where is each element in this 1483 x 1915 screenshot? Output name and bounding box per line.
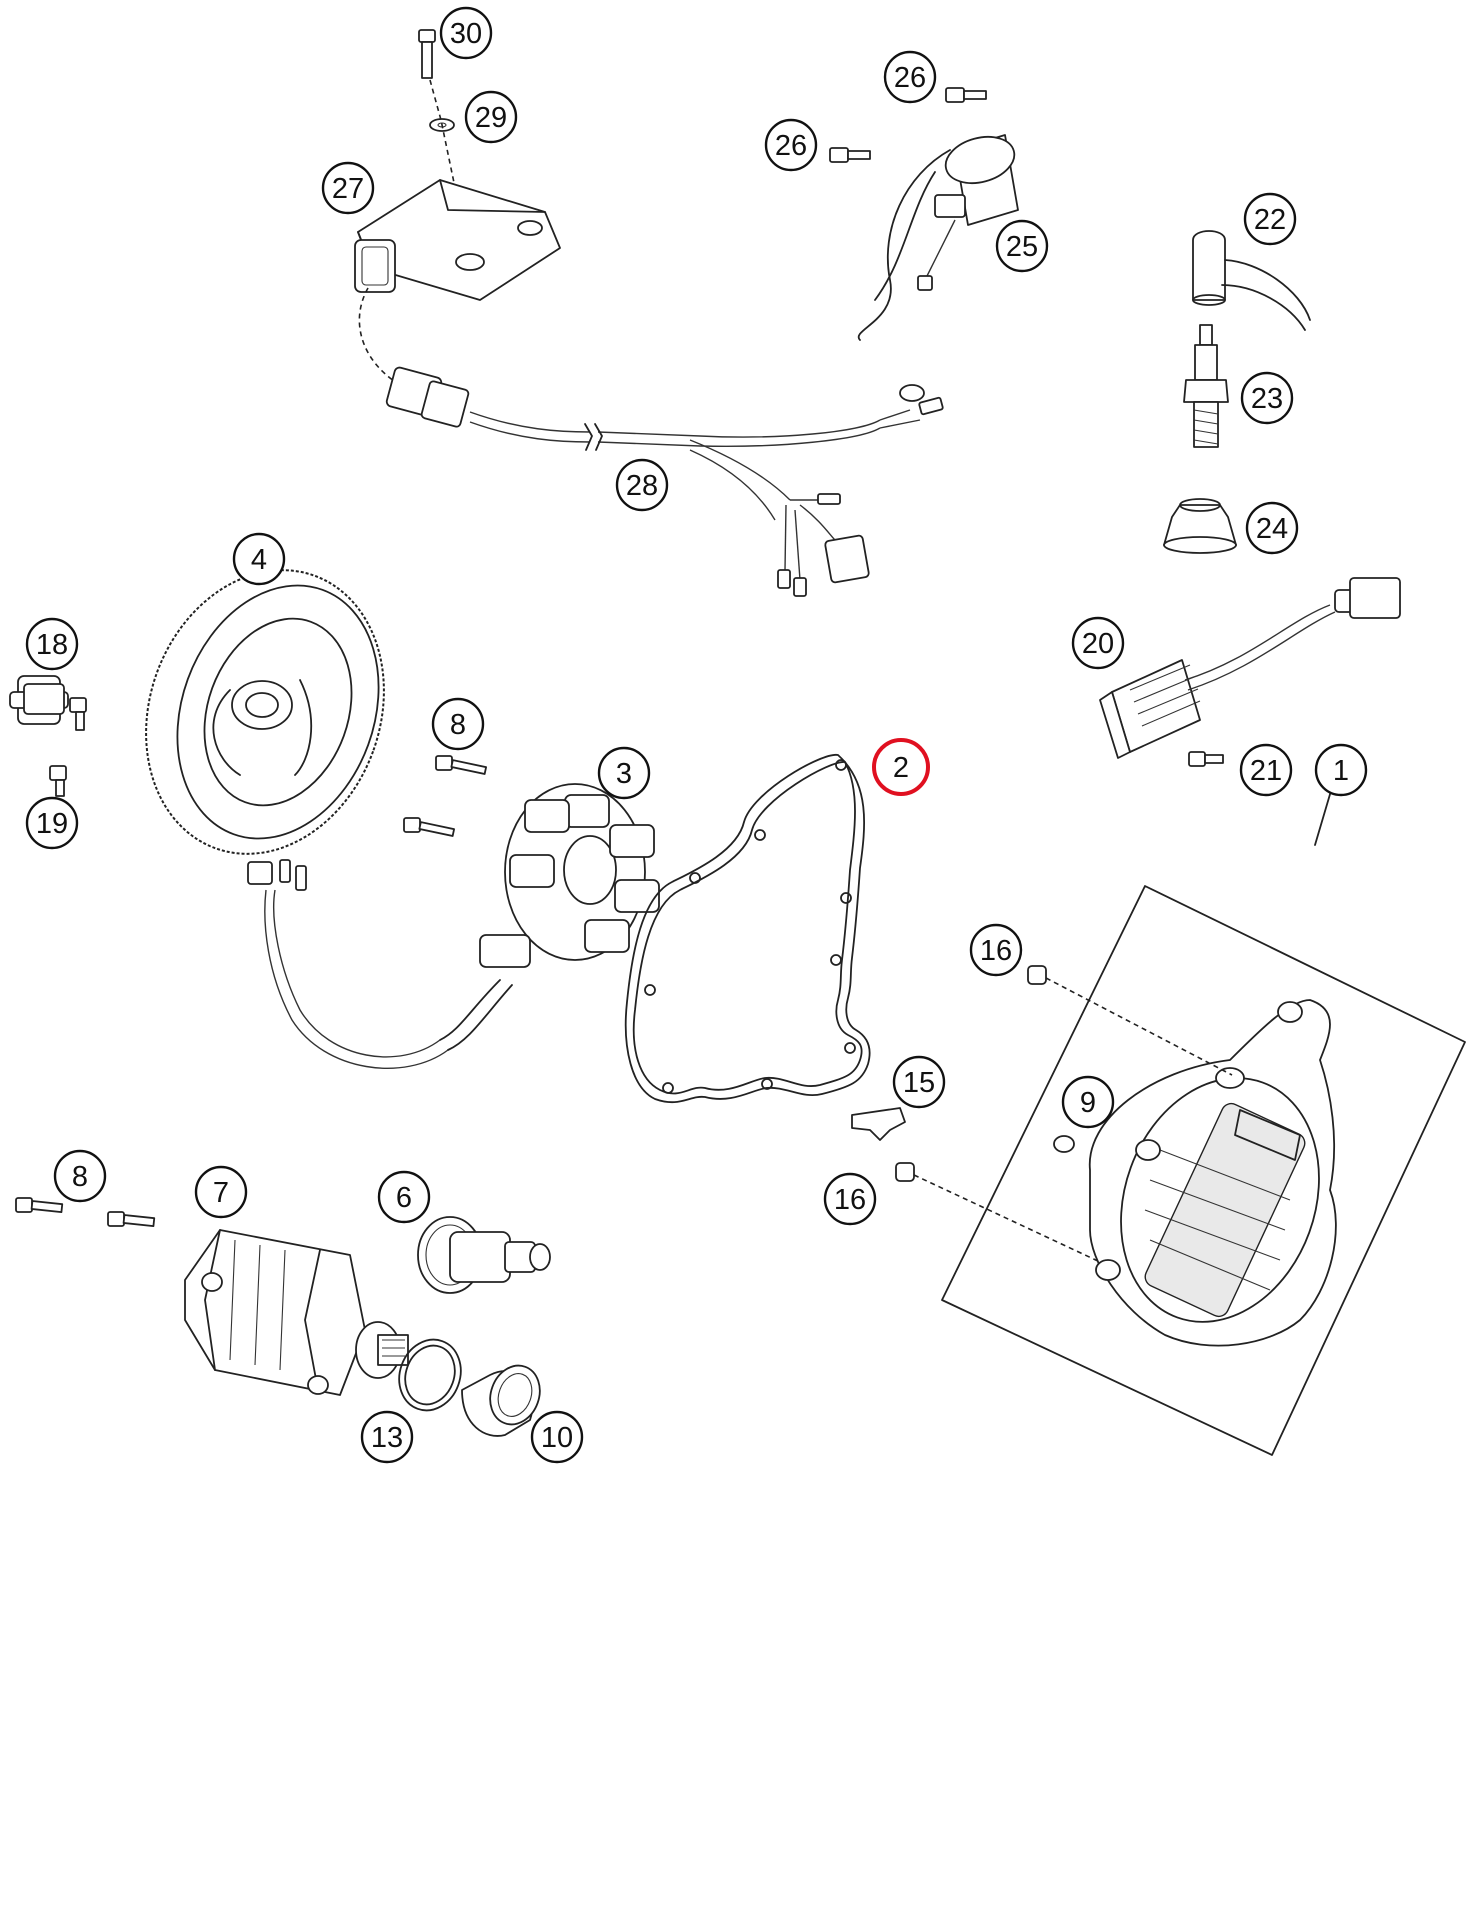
callout-19: 19 bbox=[25, 796, 79, 850]
callout-8: 8 bbox=[431, 697, 485, 751]
svg-text:9: 9 bbox=[1080, 1087, 1096, 1119]
callout-1: 1 bbox=[1314, 743, 1368, 797]
callout-24: 24 bbox=[1245, 501, 1299, 555]
part-26-bolt-upper bbox=[945, 87, 987, 103]
callout-27: 27 bbox=[321, 161, 375, 215]
part-16-dowel-lower bbox=[895, 1162, 915, 1182]
part-2-cover-gasket bbox=[624, 754, 871, 1104]
callout-22: 22 bbox=[1243, 192, 1297, 246]
part-24-grommet bbox=[1163, 498, 1237, 554]
svg-text:29: 29 bbox=[475, 102, 507, 134]
svg-text:16: 16 bbox=[980, 935, 1012, 967]
svg-text:18: 18 bbox=[36, 629, 68, 661]
callout-25: 25 bbox=[995, 219, 1049, 273]
svg-text:13: 13 bbox=[371, 1422, 403, 1454]
callout-8: 8 bbox=[53, 1149, 107, 1203]
svg-text:15: 15 bbox=[903, 1067, 935, 1099]
part-30-bolt bbox=[418, 29, 436, 79]
part-7-starter-motor bbox=[184, 1229, 409, 1396]
svg-text:6: 6 bbox=[396, 1182, 412, 1214]
svg-text:4: 4 bbox=[251, 544, 267, 576]
part-13-o-ring bbox=[398, 1338, 462, 1412]
callout-30: 30 bbox=[439, 6, 493, 60]
callout-2-highlighted: 2 bbox=[872, 738, 930, 796]
callout-16: 16 bbox=[969, 923, 1023, 977]
callout-26: 26 bbox=[883, 50, 937, 104]
callout-29: 29 bbox=[464, 90, 518, 144]
part-3-stator bbox=[247, 783, 660, 1069]
svg-text:26: 26 bbox=[775, 130, 807, 162]
svg-text:16: 16 bbox=[834, 1184, 866, 1216]
callout-28: 28 bbox=[615, 458, 669, 512]
part-10-bushing bbox=[461, 1364, 541, 1437]
callout-4: 4 bbox=[232, 532, 286, 586]
callout-3: 3 bbox=[597, 746, 651, 800]
svg-text:2: 2 bbox=[893, 752, 909, 784]
part-28-wiring-harness bbox=[358, 287, 944, 597]
svg-text:8: 8 bbox=[450, 709, 466, 741]
callout-10: 10 bbox=[530, 1410, 584, 1464]
part-16-dowel-upper bbox=[1027, 965, 1047, 985]
svg-text:26: 26 bbox=[894, 62, 926, 94]
callout-16: 16 bbox=[823, 1172, 877, 1226]
svg-text:25: 25 bbox=[1006, 231, 1038, 263]
svg-text:10: 10 bbox=[541, 1422, 573, 1454]
part-22-spark-plug-cap bbox=[1192, 230, 1311, 331]
svg-text:23: 23 bbox=[1251, 383, 1283, 415]
callout-26: 26 bbox=[764, 118, 818, 172]
callout-21: 21 bbox=[1239, 743, 1293, 797]
part-4-flywheel-rotor bbox=[145, 569, 385, 855]
callout-18: 18 bbox=[25, 617, 79, 671]
part-20-voltage-regulator bbox=[1099, 577, 1401, 759]
svg-text:19: 19 bbox=[36, 808, 68, 840]
svg-text:24: 24 bbox=[1256, 513, 1288, 545]
part-18-pickup-sensor bbox=[9, 675, 69, 725]
part-1-ignition-cover bbox=[1089, 999, 1337, 1347]
callout-15: 15 bbox=[892, 1055, 946, 1109]
part-19-bolts bbox=[49, 697, 87, 797]
svg-text:21: 21 bbox=[1250, 755, 1282, 787]
callout-13: 13 bbox=[360, 1410, 414, 1464]
part-23-spark-plug bbox=[1183, 324, 1229, 448]
svg-text:1: 1 bbox=[1333, 755, 1349, 787]
part-21-bolt bbox=[1188, 751, 1224, 767]
svg-text:30: 30 bbox=[450, 18, 482, 50]
part-15-clip bbox=[851, 1107, 906, 1141]
svg-text:22: 22 bbox=[1254, 204, 1286, 236]
part-26-bolt-lower bbox=[829, 147, 871, 163]
part-25-ignition-coil bbox=[857, 134, 1019, 341]
callout-9: 9 bbox=[1061, 1075, 1115, 1129]
part-8-screws-upper bbox=[403, 755, 487, 837]
callout-6: 6 bbox=[377, 1170, 431, 1224]
part-6-starter-drive bbox=[417, 1216, 551, 1294]
svg-text:7: 7 bbox=[213, 1177, 229, 1209]
callout-20: 20 bbox=[1071, 616, 1125, 670]
part-9-seal bbox=[1053, 1135, 1075, 1153]
callout-7: 7 bbox=[194, 1165, 248, 1219]
part-27-cdi-unit bbox=[354, 179, 561, 301]
svg-text:27: 27 bbox=[332, 173, 364, 205]
part-8-screws-lower bbox=[15, 1197, 156, 1228]
svg-text:3: 3 bbox=[616, 758, 632, 790]
callout-23: 23 bbox=[1240, 371, 1294, 425]
svg-text:28: 28 bbox=[626, 470, 658, 502]
svg-text:8: 8 bbox=[72, 1161, 88, 1193]
svg-text:20: 20 bbox=[1082, 628, 1114, 660]
